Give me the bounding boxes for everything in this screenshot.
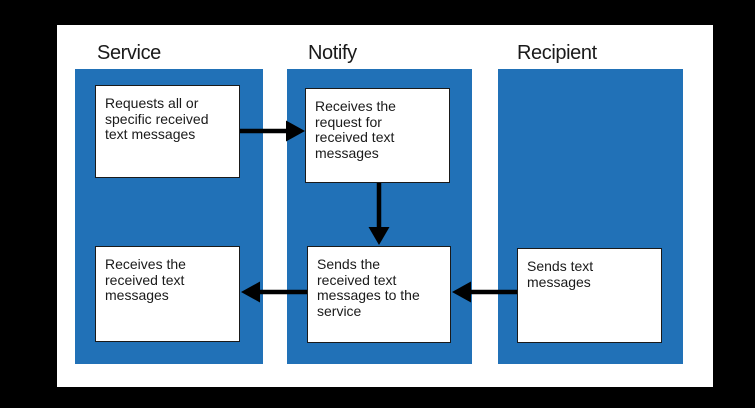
column-label-recipient: Recipient [517, 42, 597, 64]
diagram-canvas: Service Notify Recipient Requests all or… [57, 25, 713, 387]
box-service-requests-messages: Requests all or specific received text m… [95, 85, 240, 178]
box-notify-receives-request: Receives the request for received text m… [305, 88, 450, 183]
box-service-receives-messages: Receives the received text messages [95, 246, 240, 342]
box-recipient-sends-messages: Sends text messages [517, 248, 662, 343]
box-notify-sends-messages: Sends the received text messages to the … [307, 246, 451, 343]
column-label-service: Service [97, 42, 161, 64]
column-label-notify: Notify [308, 42, 357, 64]
